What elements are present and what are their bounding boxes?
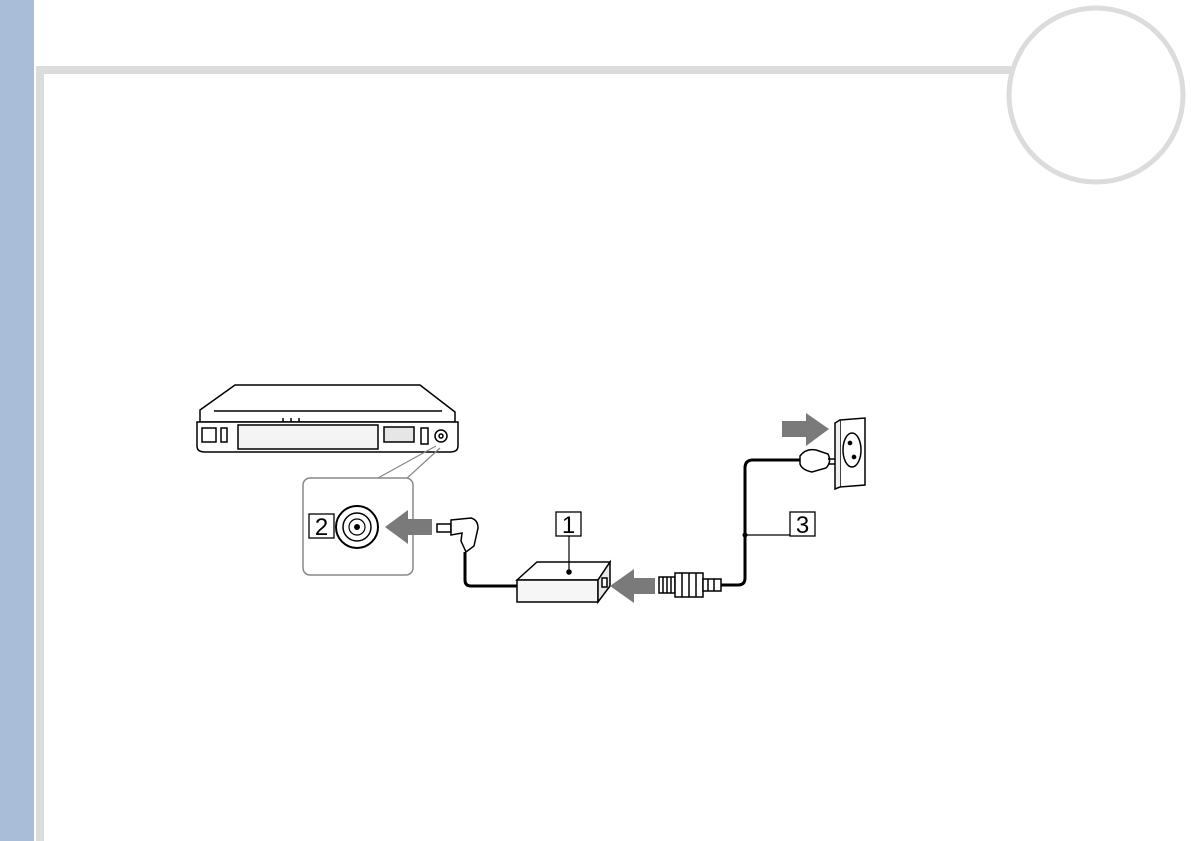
arrow-to-adapter [610, 569, 655, 603]
callout-3-number: 3 [796, 512, 809, 539]
power-cord [721, 460, 800, 585]
callout-3: 3 [743, 512, 816, 539]
wall-plug [800, 450, 836, 472]
callout-2: 2 [309, 514, 334, 541]
arrow-to-outlet [782, 413, 829, 446]
callout-2-number: 2 [315, 514, 328, 541]
callout-1-number: 1 [562, 512, 575, 539]
ac-adapter [517, 562, 610, 602]
dc-plug [437, 518, 478, 552]
wall-outlet [835, 418, 865, 489]
laptop-rear-view [197, 385, 458, 452]
cord-plug [659, 573, 721, 597]
dc-cable [465, 552, 520, 586]
